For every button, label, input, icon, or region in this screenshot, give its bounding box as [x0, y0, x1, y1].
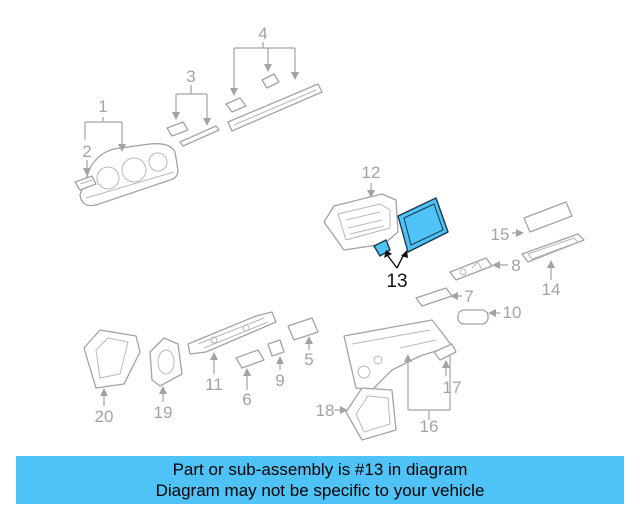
- part-4-trim-panel: [225, 73, 323, 132]
- callout-8: 8: [511, 256, 520, 275]
- part-20-side-panel: [83, 329, 141, 389]
- callout-2: 2: [82, 142, 91, 161]
- callout-6: 6: [242, 390, 251, 409]
- part-8-switch-panel: [449, 257, 493, 281]
- part-5-panel: [287, 317, 319, 341]
- part-2-clip: [74, 175, 97, 191]
- part-10-switch: [457, 309, 489, 325]
- callout-18: 18: [316, 401, 335, 420]
- part-7-cover: [415, 287, 453, 307]
- callout-4: 4: [258, 24, 267, 43]
- callout-14: 14: [542, 280, 561, 299]
- part-14-trim-frame: [521, 233, 585, 263]
- callout-12: 12: [362, 163, 381, 182]
- callout-9: 9: [275, 371, 284, 390]
- callout-3: 3: [186, 67, 195, 86]
- callout-5: 5: [304, 350, 313, 369]
- part-12-center-bezel: [323, 193, 399, 251]
- banner-line-1: Part or sub-assembly is #13 in diagram: [172, 460, 468, 479]
- callout-13: 13: [386, 271, 407, 292]
- part-6-cover: [235, 349, 265, 369]
- callout-17: 17: [443, 378, 462, 397]
- callout-15: 15: [491, 225, 510, 244]
- parts-diagram: 1 2 3 4 12 13: [74, 24, 585, 441]
- callout-10: 10: [503, 303, 522, 322]
- callout-19: 19: [154, 403, 173, 422]
- info-banner: Part or sub-assembly is #13 in diagram D…: [16, 456, 624, 504]
- part-1-cluster-bezel: [79, 143, 179, 207]
- callout-7: 7: [464, 287, 473, 306]
- part-19-speaker-cover: [149, 337, 183, 387]
- callout-1: 1: [98, 97, 107, 116]
- part-17-bracket: [433, 343, 457, 361]
- callout-11: 11: [205, 375, 223, 394]
- part-3-trim-strip: [166, 121, 220, 147]
- part-15-panel: [523, 201, 573, 233]
- callout-16: 16: [420, 417, 439, 436]
- banner-line-2: Diagram may not be specific to your vehi…: [155, 481, 485, 500]
- part-18-glove-box: [345, 387, 397, 441]
- part-9-clip: [267, 339, 285, 357]
- part-13-display-unit: [373, 197, 449, 257]
- callout-20: 20: [95, 407, 114, 426]
- part-11-console-trim: [187, 311, 277, 355]
